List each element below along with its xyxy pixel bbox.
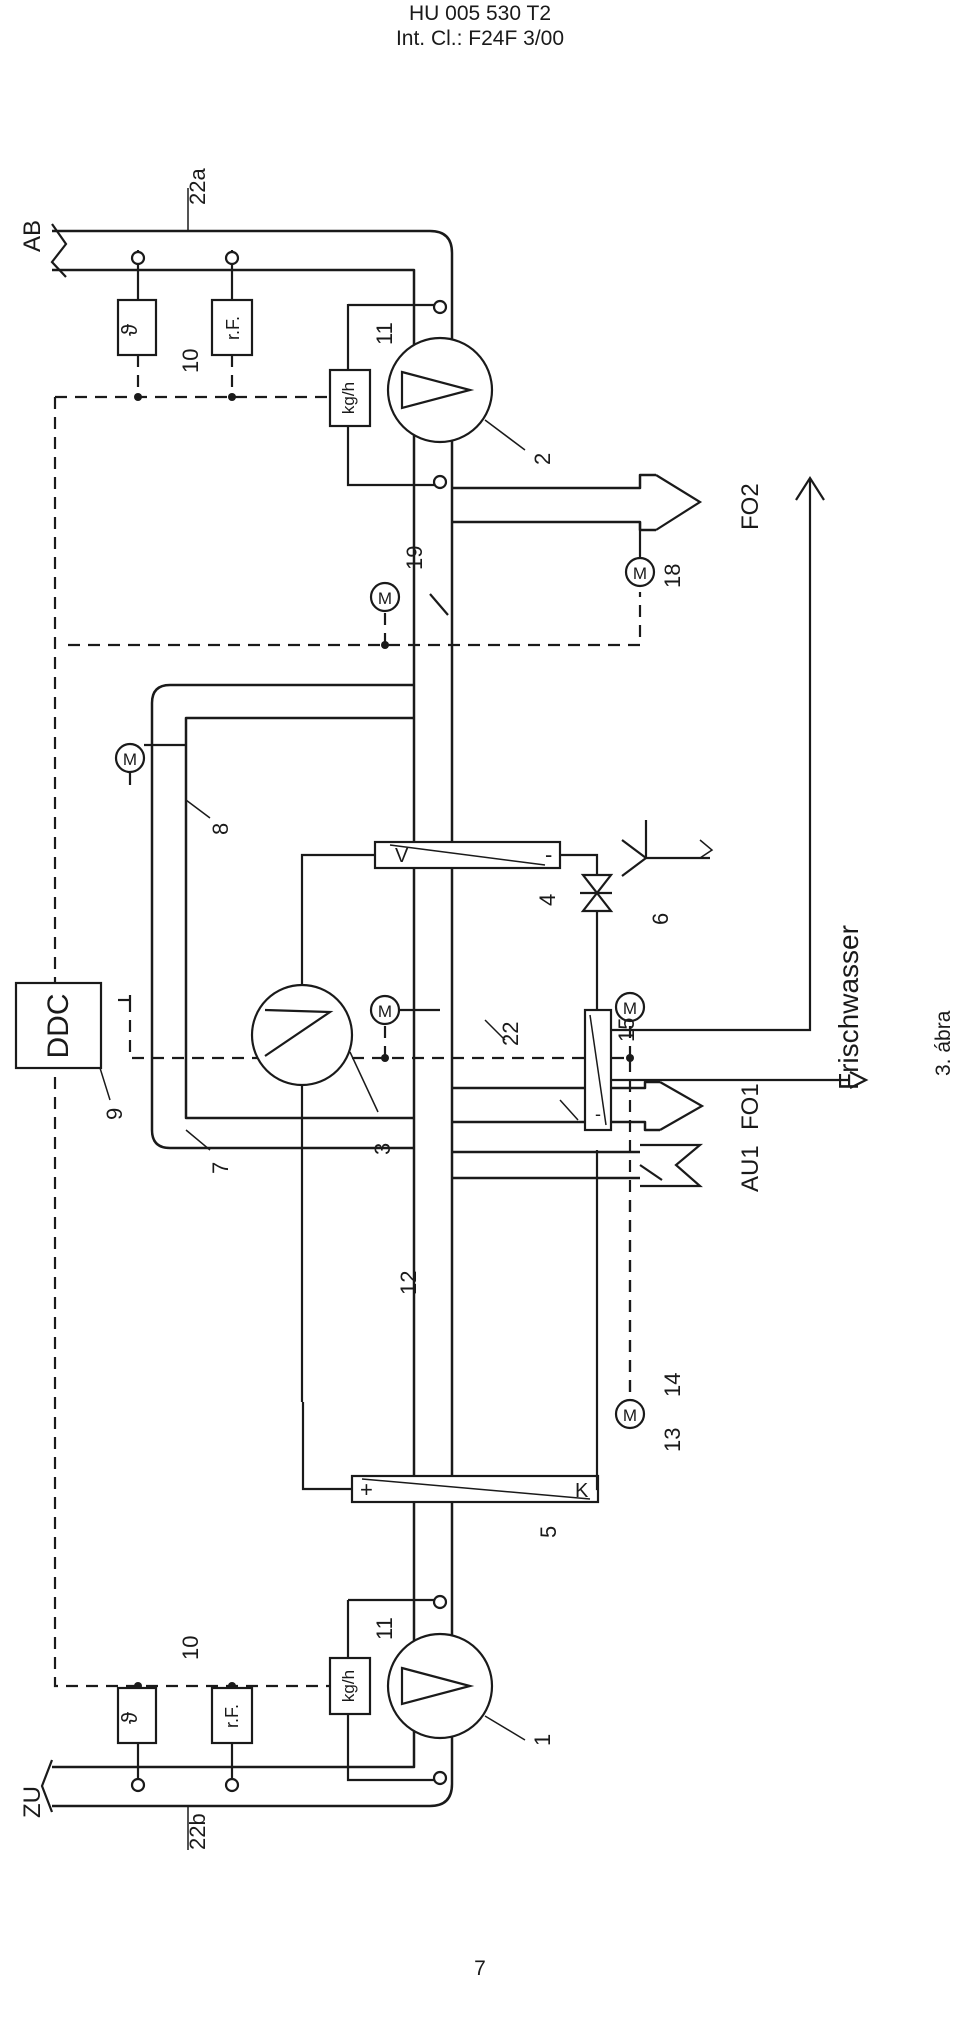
svg-text:10: 10 [178, 1636, 203, 1660]
svg-text:13: 13 [660, 1428, 685, 1452]
svg-text:4: 4 [535, 894, 560, 906]
humidity-sensor-top: r.F. [210, 298, 254, 357]
fresh-water-line [611, 475, 869, 1089]
drain-fitting [621, 820, 714, 877]
classification: Int. Cl.: F24F 3/00 [395, 27, 565, 50]
ab-label: AB [19, 220, 46, 252]
svg-text:ϑ: ϑ [117, 1712, 142, 1724]
damper-motor-18: M [624, 522, 656, 588]
compressor-3 [250, 853, 375, 1123]
svg-text:kg/h: kg/h [339, 382, 358, 414]
svg-text:kg/h: kg/h [339, 1670, 358, 1702]
reference-numerals: 22a 22b 10 10 11 11 2 1 19 18 8 9 7 3 12… [102, 168, 685, 1850]
zu-label: ZU [19, 1786, 46, 1818]
fo1-duct [452, 1080, 705, 1132]
svg-text:22b: 22b [185, 1813, 210, 1850]
svg-text:DDC: DDC [42, 994, 75, 1059]
flow-meter-top: kg/h [328, 368, 372, 428]
svg-text:18: 18 [660, 564, 685, 588]
svg-text:12: 12 [396, 1271, 421, 1295]
bypass-duct-7 [150, 683, 414, 1150]
svg-text:M: M [633, 564, 647, 583]
damper-motor-19: M [369, 581, 449, 616]
svg-text:r.F.: r.F. [223, 316, 243, 340]
svg-text:M: M [378, 1002, 392, 1021]
exhaust-fan-2 [346, 299, 494, 490]
svg-text:+: + [360, 1477, 373, 1502]
svg-text:10: 10 [178, 349, 203, 373]
svg-text:15: 15 [614, 1018, 639, 1042]
svg-text:1: 1 [530, 1734, 555, 1746]
svg-text:3: 3 [370, 1143, 395, 1155]
damper-motor-8: M [114, 742, 186, 774]
figure-caption: 3. ábra [932, 1010, 955, 1076]
svg-text:5: 5 [536, 1526, 561, 1538]
svg-text:11: 11 [372, 322, 397, 345]
svg-text:M: M [623, 1406, 637, 1425]
svg-text:2: 2 [530, 453, 555, 465]
fo2-duct [452, 473, 703, 532]
control-lines [53, 395, 642, 1688]
svg-text:K: K [575, 1480, 589, 1502]
svg-text:M: M [623, 999, 637, 1018]
humidity-sensor-bottom: r.F. [210, 1686, 254, 1745]
flow-meter-bottom: kg/h [328, 1656, 372, 1716]
sensor-probes-top [130, 250, 240, 397]
page-number: 7 [474, 1957, 486, 1980]
heat-exchanger-15: - [583, 1008, 613, 1132]
heat-exchanger-4: V - [373, 840, 599, 1000]
svg-text:19: 19 [402, 546, 427, 570]
damper-motor-14: M [614, 991, 646, 1023]
svg-text:7: 7 [208, 1162, 233, 1174]
svg-text:ϑ: ϑ [117, 324, 142, 336]
svg-text:8: 8 [208, 823, 233, 835]
svg-text:M: M [378, 589, 392, 608]
au1-duct [452, 1143, 704, 1188]
svg-text:V: V [395, 845, 409, 867]
patent-number: HU 005 530 T2 [408, 2, 552, 25]
damper-motor-12: M [369, 994, 440, 1026]
frischwasser-label: Frischwasser [833, 925, 864, 1090]
temperature-sensor-bottom: ϑ [116, 1686, 158, 1745]
valve-6 [580, 873, 614, 913]
svg-text:9: 9 [102, 1108, 127, 1120]
au1-label: AU1 [737, 1145, 764, 1192]
svg-text:r.F.: r.F. [222, 1704, 242, 1728]
temperature-sensor-top: ϑ [116, 298, 158, 357]
heat-exchanger-5: + K [301, 1402, 600, 1504]
svg-text:14: 14 [660, 1373, 685, 1397]
svg-text:22a: 22a [185, 168, 210, 205]
svg-text:22: 22 [498, 1022, 523, 1046]
leader-lines [99, 188, 579, 1850]
fo1-label: FO1 [737, 1083, 764, 1130]
svg-text:M: M [123, 750, 137, 769]
svg-text:-: - [545, 842, 552, 867]
svg-text:6: 6 [648, 913, 673, 925]
ddc-controller: DDC [14, 981, 103, 1070]
fo2-label: FO2 [737, 483, 764, 530]
svg-text:-: - [595, 1104, 601, 1124]
damper-motor-13: M [614, 1164, 663, 1430]
svg-text:11: 11 [372, 1617, 397, 1640]
